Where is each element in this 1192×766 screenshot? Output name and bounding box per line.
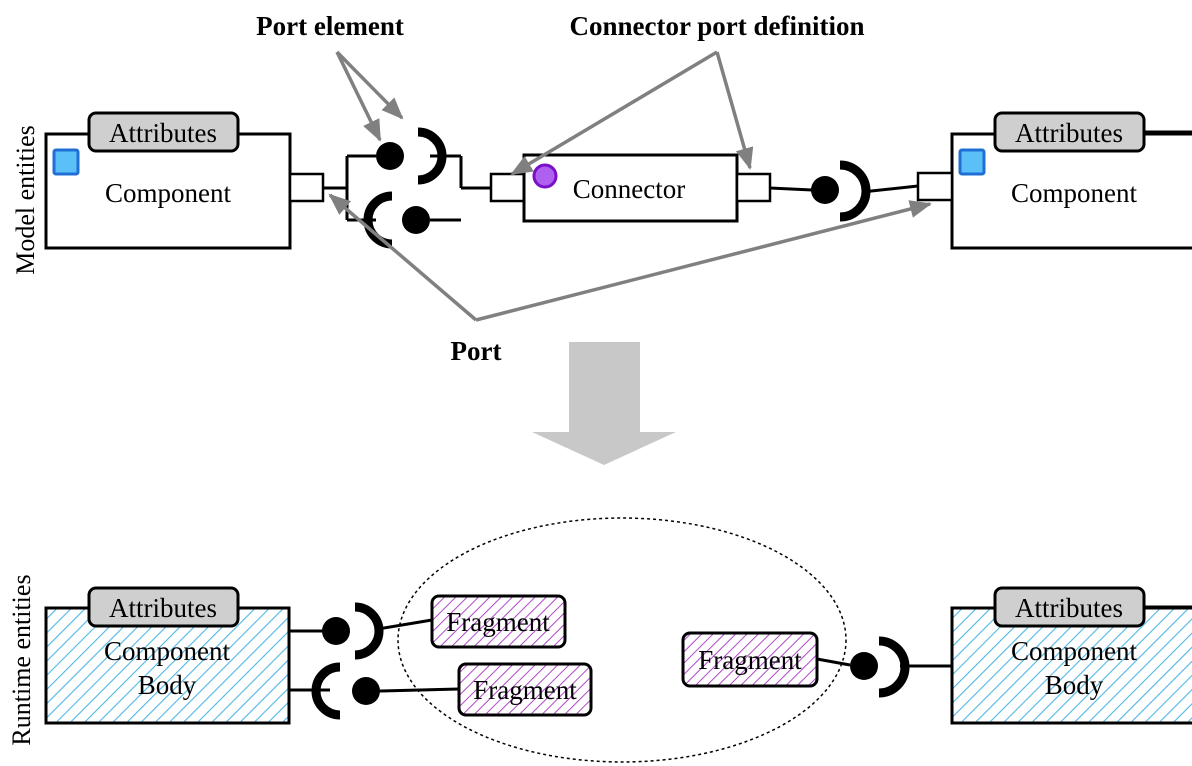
component-port <box>288 172 325 203</box>
model-entities-label: Model entities <box>11 125 40 274</box>
connector-port-right <box>735 172 772 203</box>
connector-icon <box>532 163 558 189</box>
ball-icon <box>811 176 839 204</box>
runtime-left-component: Attributes Component Body <box>44 586 291 725</box>
fragment-wire-2 <box>379 687 460 693</box>
port-element-callout: Port element <box>256 11 404 41</box>
fragment-box <box>430 594 567 649</box>
socket-icon <box>354 602 384 660</box>
component-label: Component <box>105 178 231 208</box>
component-body-label-line1: Component <box>104 636 230 666</box>
connector-box <box>522 153 739 223</box>
port-element-right <box>811 160 919 222</box>
fragment-label: Fragment <box>446 607 550 637</box>
connector-port-definition-callout: Connector port definition <box>570 11 865 41</box>
component-box <box>44 132 292 250</box>
port-pointer-left <box>328 193 478 322</box>
runtime-wires-left <box>289 629 330 692</box>
attributes-tab <box>993 111 1146 153</box>
runtime-port-provided <box>322 602 384 660</box>
attributes-label: Attributes <box>1015 593 1123 623</box>
component-icon <box>958 148 986 176</box>
model-left-component: Attributes Component <box>44 111 325 250</box>
port-callout: Port <box>451 336 502 366</box>
component-port <box>916 171 954 202</box>
runtime-right-component: Attributes Component Body <box>950 586 1192 725</box>
attributes-label: Attributes <box>109 118 217 148</box>
attributes-tab <box>87 111 240 153</box>
fragment-wire-1 <box>377 618 433 631</box>
connector-label: Connector <box>573 174 685 204</box>
port-pointer-right <box>475 200 932 322</box>
fragment-3: Fragment <box>681 631 819 688</box>
attributes-tab <box>87 586 240 628</box>
ball-icon <box>402 206 430 234</box>
fragment-2: Fragment <box>457 662 593 717</box>
model-connector: Connector <box>489 153 772 223</box>
transformation-arrow <box>532 342 676 465</box>
runtime-entities-label: Runtime entities <box>7 574 36 745</box>
socket-icon <box>311 662 341 720</box>
component-icon <box>52 148 80 176</box>
runtime-port-right <box>850 636 952 698</box>
socket-icon <box>417 127 447 185</box>
port-element-provided <box>376 127 447 185</box>
fragment-label: Fragment <box>698 645 802 675</box>
ball-icon <box>850 652 878 680</box>
fragment-wire-3 <box>816 657 851 667</box>
ball-icon <box>352 677 380 705</box>
attributes-tab <box>993 586 1146 628</box>
connector-scope-ellipse <box>397 517 847 763</box>
connector-port-pointer-right <box>715 51 754 170</box>
port-element-pointer-upper <box>335 51 382 142</box>
fragment-box <box>457 662 593 717</box>
ball-icon <box>322 617 350 645</box>
connector-port-left <box>489 172 526 203</box>
component-body-label-line2: Body <box>1045 670 1104 700</box>
ball-icon <box>376 142 404 170</box>
fragment-label: Fragment <box>473 675 577 705</box>
attributes-label: Attributes <box>1015 118 1123 148</box>
component-body-label-line2: Body <box>138 670 197 700</box>
component-label: Component <box>1011 178 1137 208</box>
model-right-component: Attributes Component <box>916 111 1192 250</box>
runtime-port-required <box>311 662 380 720</box>
connector-right-wire <box>769 186 813 192</box>
callout-pointers <box>328 50 932 322</box>
fragment-1: Fragment <box>430 594 567 649</box>
attributes-label: Attributes <box>109 593 217 623</box>
port-element-pointer-lower <box>335 50 404 120</box>
connector-port-pointer-left <box>510 50 718 176</box>
port-element-wire <box>861 184 919 194</box>
component-body-label-line1: Component <box>1011 636 1137 666</box>
